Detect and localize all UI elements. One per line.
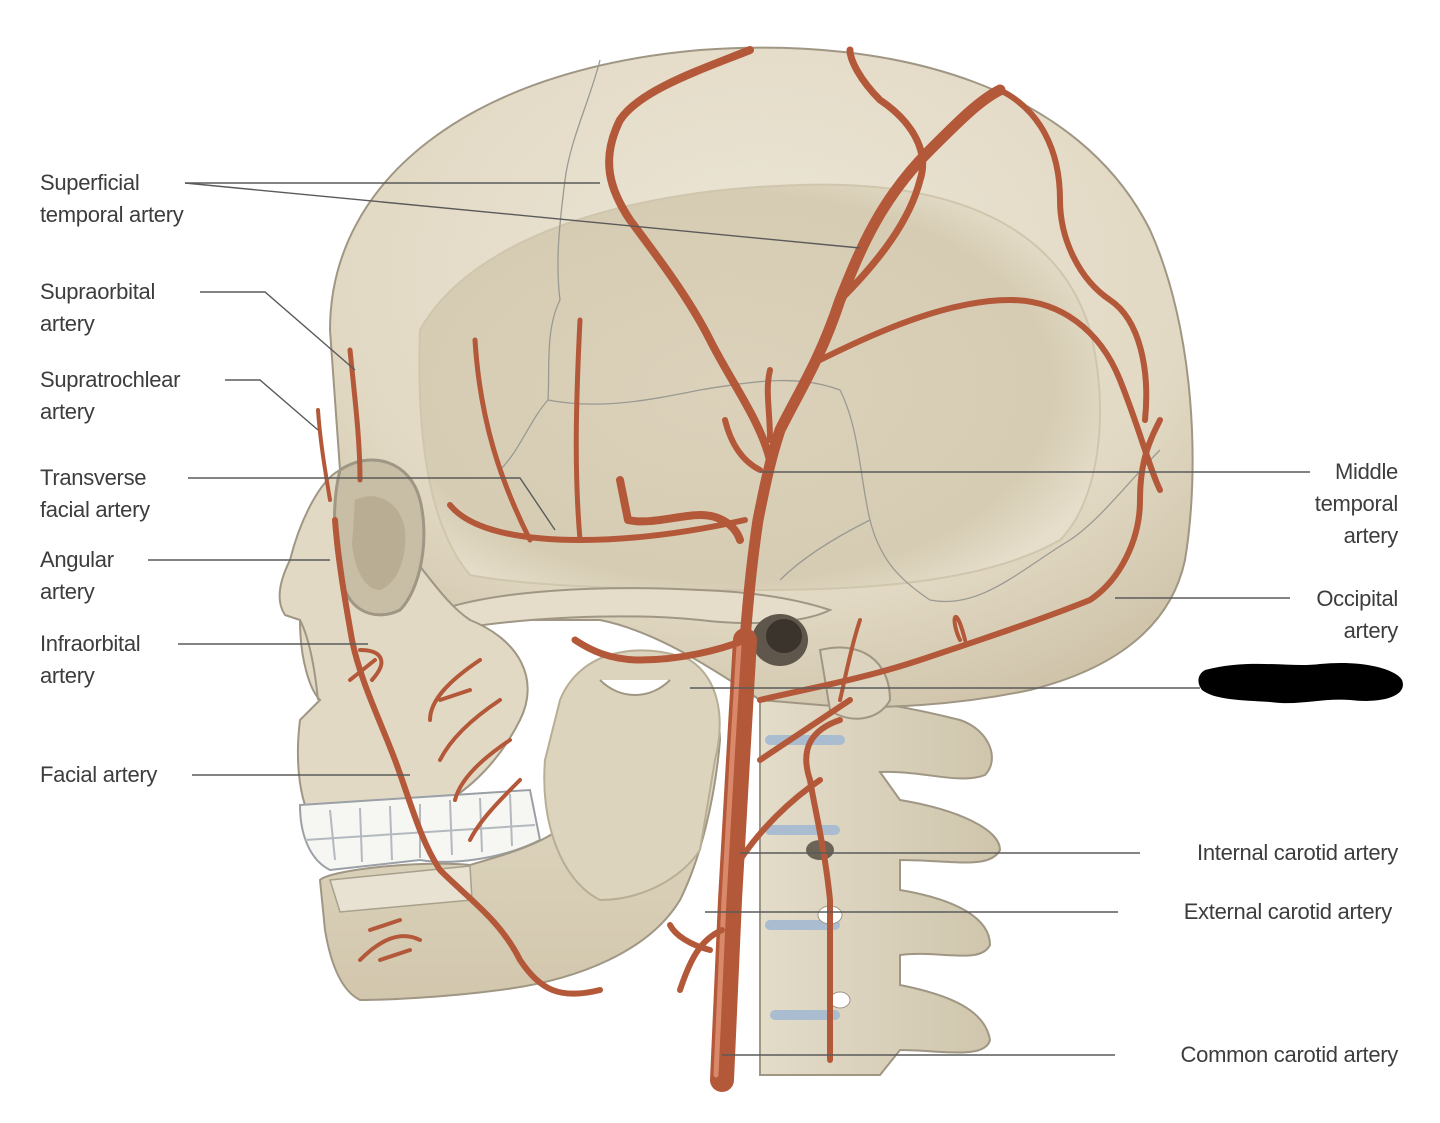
label-common-carotid-artery: Common carotid artery (1180, 1039, 1399, 1071)
label-line: temporal artery (40, 202, 184, 227)
label-line: Transverse (40, 465, 147, 490)
redaction-mark (1198, 662, 1403, 704)
cranium (328, 46, 1194, 720)
label-supraorbital-artery: Supraorbital artery (40, 276, 155, 340)
arteries (316, 46, 1163, 1092)
label-transverse-facial-artery: Transverse facial artery (40, 462, 150, 526)
label-facial-artery: Facial artery (40, 759, 157, 791)
label-line: External carotid artery (1183, 899, 1393, 924)
label-line: Middle (1334, 459, 1398, 484)
label-line: temporal (1314, 491, 1399, 516)
label-line: artery (1343, 523, 1399, 548)
label-external-carotid-artery: External carotid artery (1183, 896, 1393, 928)
cervical-spine (759, 695, 1002, 1076)
label-line: artery (1343, 618, 1399, 643)
label-line: Superficial (40, 170, 140, 195)
label-line: Supratrochlear (40, 367, 181, 392)
label-superficial-temporal-artery: Superficial temporal artery (40, 167, 184, 231)
label-line: Internal carotid artery (1197, 840, 1398, 865)
leader-lines (148, 182, 1310, 1056)
label-line: Infraorbital (40, 631, 141, 656)
label-line: Supraorbital (40, 279, 156, 304)
label-angular-artery: Angular artery (40, 544, 114, 608)
label-infraorbital-artery: Infraorbital artery (40, 628, 141, 692)
label-line: Common carotid artery (1180, 1042, 1399, 1067)
label-line: artery (40, 311, 95, 336)
label-line: facial artery (40, 497, 150, 522)
label-occipital-artery: Occipital artery (1316, 583, 1398, 647)
label-middle-temporal-artery: Middle temporal artery (1314, 456, 1399, 552)
label-internal-carotid-artery: Internal carotid artery (1197, 837, 1398, 869)
label-supratrochlear-artery: Supratrochlear artery (40, 364, 180, 428)
label-line: Angular (40, 547, 114, 572)
label-line: Facial artery (40, 762, 158, 787)
label-line: artery (40, 399, 95, 424)
label-line: artery (40, 663, 95, 688)
label-line: Occipital (1316, 586, 1398, 611)
label-line: artery (40, 579, 95, 604)
